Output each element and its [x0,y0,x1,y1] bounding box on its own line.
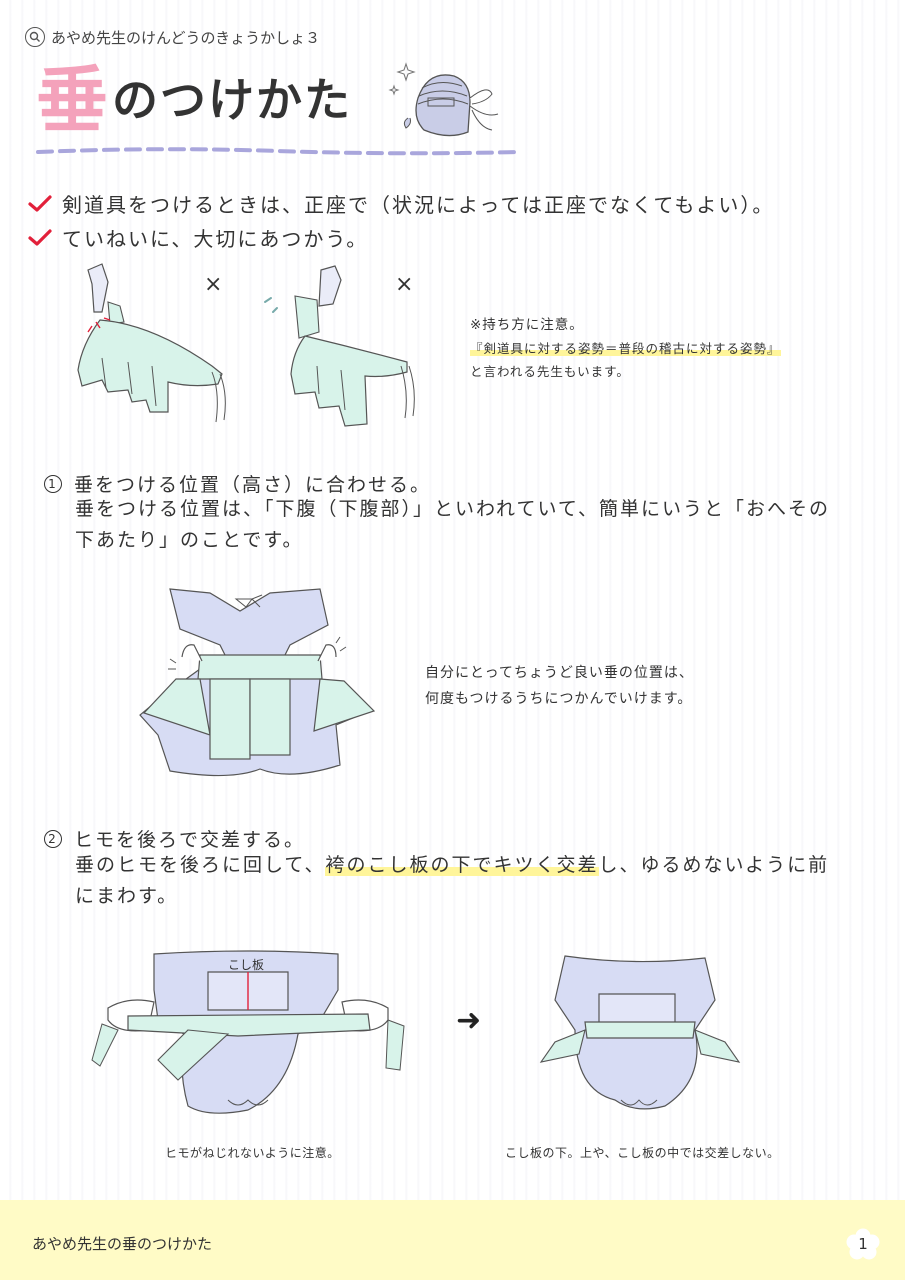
step2-body-post: し、ゆるめないように前にまわす。 [75,854,830,907]
title-rest: のつけかた [112,73,353,127]
step2-heading: ヒモを後ろで交差する。 [74,829,306,851]
step1-heading: 垂をつける位置（高さ）に合わせる。 [74,474,432,496]
step1-note-line1: 自分にとってちょうど良い垂の位置は、 [425,665,694,681]
step2-back-cross-illustration [91,950,405,1114]
step2-body: 垂のヒモを後ろに回して、袴のこし板の下でキツく交差し、ゆるめないように前にまわす… [75,850,835,912]
search-icon [25,27,45,47]
page-title: 垂 のつけかた [36,60,352,140]
step-number: 1 [44,474,62,493]
step2-body-highlight: 袴のこし板の下でキツく交差 [325,854,599,876]
step2-caption-left: ヒモがねじれないように注意。 [165,1146,340,1160]
wrong-hold-illustration-1 [77,263,226,423]
bullet-text: ていねいに、大切にあつかう。 [62,227,369,251]
holding-note-quote: 『剣道具に対する姿勢＝普段の稽古に対する姿勢』 [470,341,781,356]
arrow-icon: ➜ [456,1003,482,1038]
footer-title: あやめ先生の垂のつけかた [32,1235,213,1253]
title-underline [36,147,520,156]
step2-caption-right: こし板の下。上や、こし板の中では交差しない。 [505,1146,780,1160]
step1-body: 垂をつける位置は、「下腹（下腹部）」といわれていて、簡単にいうと「おへその下あた… [75,498,830,551]
bullet-text: 剣道具をつけるときは、正座で（状況によっては正座でなくてもよい）。 [62,193,775,217]
step2-body-pre: 垂のヒモを後ろに回して、 [75,854,326,876]
holding-note: ※持ち方に注意。 『剣道具に対する姿勢＝普段の稽古に対する姿勢』 と言われる先生… [470,314,890,383]
series-title-row: あやめ先生のけんどうのきょうかしょ３ [25,24,320,50]
step1-heading-row: 1 垂をつける位置（高さ）に合わせる。 [44,470,431,497]
men-helmet-icon [403,74,499,137]
bullet-item: ていねいに、大切にあつかう。 [28,223,368,252]
wrong-hold-illustration-2 [264,265,415,427]
step2-finished-illustration [539,955,741,1110]
background-stripes [0,0,905,1200]
step1-note-line2: 何度もつけるうちにつかんでいけます。 [425,691,693,707]
sparkle-icon [388,62,416,96]
step-number: 2 [44,829,62,848]
step2-heading-row: 2 ヒモを後ろで交差する。 [44,825,305,852]
holding-note-line3: と言われる先生もいます。 [470,364,630,379]
page-number: 1 [858,1235,868,1253]
step1-illustration [139,588,376,777]
bullet-item: 剣道具をつけるときは、正座で（状況によっては正座でなくてもよい）。 [28,189,774,218]
flower-icon [846,1228,880,1260]
series-title: あやめ先生のけんどうのきょうかしょ３ [51,28,321,47]
wrong-mark: × [395,272,414,297]
men-helmet-illustration [388,62,499,137]
koshiita-label: こし板 [228,958,265,972]
page-number-badge: 1 [845,1227,881,1261]
title-kanji: 垂 [36,58,109,142]
holding-note-line1: ※持ち方に注意。 [470,317,584,333]
step1-note: 自分にとってちょうど良い垂の位置は、 何度もつけるうちにつかんでいけます。 [425,660,885,712]
footer [0,1200,905,1280]
wrong-mark: × [204,272,223,297]
check-icon [28,194,52,212]
check-icon [28,228,52,246]
